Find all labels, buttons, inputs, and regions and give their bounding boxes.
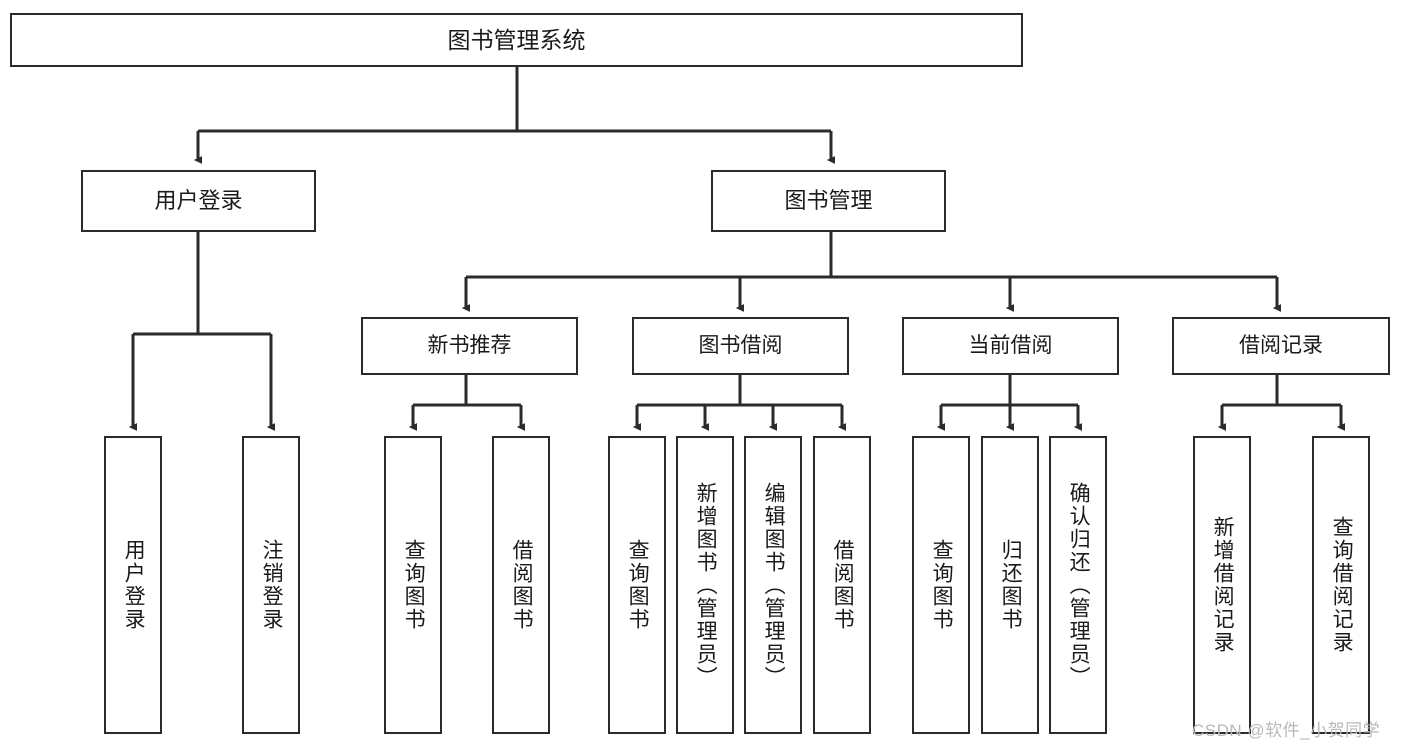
node-label: 图书管理系统: [447, 26, 586, 53]
leaf-add-book-admin[interactable]: 新增图书（管理员）: [676, 436, 734, 734]
node-label: 用户登录: [122, 539, 146, 631]
node-label: 查询图书: [930, 539, 954, 631]
node-label: 图书借阅: [698, 333, 783, 357]
leaf-query-book-borrow[interactable]: 查询图书: [608, 436, 666, 734]
node-label: 借阅图书: [831, 539, 855, 631]
node-label: 用户登录: [154, 188, 243, 214]
node-label: 归还图书: [999, 539, 1023, 631]
node-label: 图书管理: [784, 188, 873, 214]
leaf-query-book-current[interactable]: 查询图书: [912, 436, 970, 734]
node-current-borrow[interactable]: 当前借阅: [902, 317, 1119, 375]
node-label: 新书推荐: [427, 333, 512, 357]
leaf-add-borrow-record[interactable]: 新增借阅记录: [1193, 436, 1251, 734]
node-book-borrow[interactable]: 图书借阅: [632, 317, 849, 375]
node-label: 查询图书: [626, 539, 650, 631]
node-label: 注销登录: [260, 539, 284, 631]
node-label: 新增借阅记录: [1211, 516, 1235, 654]
leaf-return-book[interactable]: 归还图书: [981, 436, 1039, 734]
leaf-query-borrow-record[interactable]: 查询借阅记录: [1312, 436, 1370, 734]
node-label: 借阅记录: [1239, 333, 1323, 357]
node-book-management[interactable]: 图书管理: [711, 170, 946, 232]
leaf-user-login[interactable]: 用户登录: [104, 436, 162, 734]
leaf-query-book-recommend[interactable]: 查询图书: [384, 436, 442, 734]
watermark-credit: CSDN @软件_小贺同学: [1192, 721, 1381, 740]
leaf-logout[interactable]: 注销登录: [242, 436, 300, 734]
node-label: 当前借阅: [968, 333, 1053, 357]
node-borrow-record[interactable]: 借阅记录: [1172, 317, 1390, 375]
node-root-system[interactable]: 图书管理系统: [10, 13, 1023, 67]
leaf-borrow-book[interactable]: 借阅图书: [813, 436, 871, 734]
leaf-confirm-return-admin[interactable]: 确认归还（管理员）: [1049, 436, 1107, 734]
node-label: 确认归还（管理员）: [1067, 481, 1091, 689]
leaf-borrow-book-recommend[interactable]: 借阅图书: [492, 436, 550, 734]
node-label: 查询借阅记录: [1330, 516, 1354, 654]
leaf-edit-book-admin[interactable]: 编辑图书（管理员）: [744, 436, 802, 734]
node-label: 借阅图书: [510, 539, 534, 631]
node-label: 新增图书（管理员）: [694, 481, 718, 689]
node-label: 查询图书: [402, 539, 426, 631]
node-user-login[interactable]: 用户登录: [81, 170, 316, 232]
node-new-book-recommend[interactable]: 新书推荐: [361, 317, 578, 375]
node-label: 编辑图书（管理员）: [762, 481, 786, 689]
